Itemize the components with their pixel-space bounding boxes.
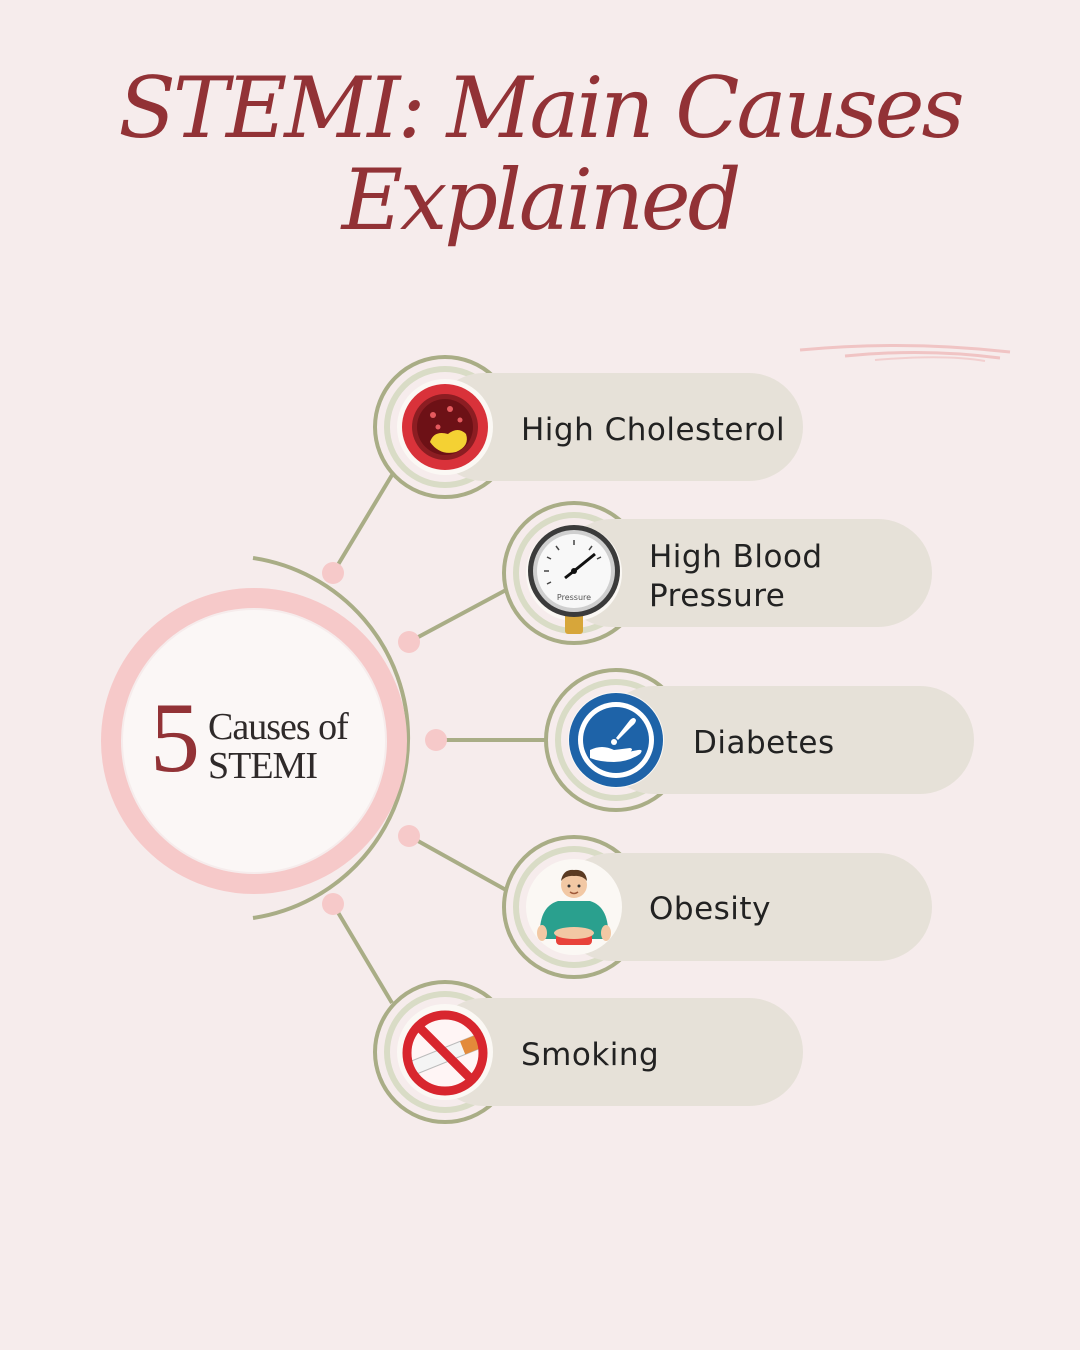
cause-label-text: High Cholesterol	[521, 412, 786, 448]
cause-label-high-blood-pressure: High Blood Pressure	[649, 538, 823, 616]
overweight-person-icon	[537, 869, 611, 945]
glucose-test-hand-icon	[569, 693, 663, 787]
dot-2	[398, 631, 420, 653]
hub-number: 5	[150, 682, 200, 793]
artery-plaque-icon	[402, 384, 488, 470]
outer-arc	[252, 556, 411, 920]
cause-label-text: Smoking	[521, 1037, 660, 1073]
dot-3	[425, 729, 447, 751]
cause-label-text: Diabetes	[693, 725, 835, 761]
spoke-4	[408, 834, 507, 892]
spoke-5	[331, 902, 394, 1005]
cause-label-diabetes: Diabetes	[693, 724, 835, 763]
dot-4	[398, 825, 420, 847]
cause-label-high-cholesterol: High Cholesterol	[521, 411, 785, 450]
dot-5	[322, 893, 344, 915]
title-line-2: Explained	[341, 151, 742, 249]
cause-label-obesity: Obesity	[649, 890, 771, 929]
gauge-label: Pressure	[557, 593, 591, 602]
dot-1	[322, 562, 344, 584]
cause-label-smoking: Smoking	[521, 1036, 659, 1075]
hub-label: Causes of STEMI	[208, 708, 378, 786]
hub-ring	[101, 588, 407, 894]
cause-label-line-1: High Blood	[649, 539, 823, 575]
decorative-brush-stroke	[799, 343, 1011, 362]
no-smoking-icon	[402, 1010, 488, 1096]
hub-circle	[123, 610, 385, 872]
spoke-2	[408, 588, 507, 644]
hub-label-line-1: Causes of	[208, 706, 349, 748]
title-line-1: STEMI: Main Causes	[118, 59, 964, 157]
pressure-gauge-icon: Pressure	[528, 525, 620, 634]
spoke-1	[331, 473, 394, 575]
cause-label-line-2: Pressure	[649, 578, 786, 614]
hub-label-line-2: STEMI	[208, 745, 318, 787]
page-title: STEMI: Main Causes Explained	[0, 62, 1080, 246]
cause-label-text: Obesity	[649, 891, 771, 927]
